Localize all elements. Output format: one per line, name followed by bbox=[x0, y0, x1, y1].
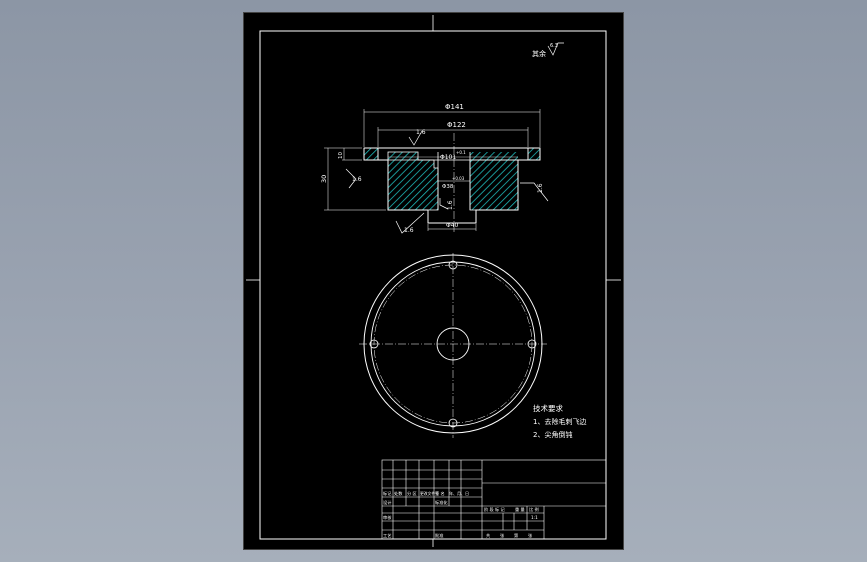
roughness-left: 1.6 bbox=[352, 176, 362, 183]
tb-sheet-no: 第 bbox=[514, 532, 518, 539]
roughness-note: 其余 bbox=[532, 49, 546, 58]
tb-approve: 批准 bbox=[435, 532, 443, 539]
dim-height: 30 bbox=[320, 175, 328, 183]
roughness-symbol-top bbox=[408, 130, 423, 146]
title-block bbox=[381, 459, 607, 540]
cad-drawing: 其余 6.3 Φ141 Φ122 Φ101 +0.1 bbox=[246, 15, 621, 547]
tech-req-item-2: 2、尖角倒钝 bbox=[533, 430, 572, 439]
dim-outer: Φ141 bbox=[445, 103, 464, 111]
roughness-right: 1.6 bbox=[537, 183, 544, 193]
flange-hatch-right bbox=[527, 147, 541, 161]
tb-scale: 比 例 bbox=[529, 506, 539, 513]
title-block-text: 标记 处数 分 区 更改文件号 签 名 年、月、日 设计 标准化 审核 工艺 批… bbox=[383, 490, 539, 539]
roughness-symbol-left bbox=[345, 168, 357, 189]
tb-design: 设计 bbox=[383, 499, 391, 506]
tb-label-count: 处数 bbox=[394, 490, 403, 497]
tb-label-change-doc: 更改文件号 bbox=[420, 491, 439, 496]
flange-hatch-left bbox=[363, 147, 379, 161]
roughness-bottom: 1.6 bbox=[404, 227, 414, 234]
roughness-top: 1.6 bbox=[416, 129, 426, 136]
tb-standardization: 标准化 bbox=[435, 499, 448, 506]
roughness-symbol-general bbox=[547, 42, 564, 56]
dim-hub: Φ101 bbox=[440, 154, 456, 161]
tb-weight: 重 量 bbox=[515, 506, 525, 513]
tb-label-date: 年、月、日 bbox=[449, 490, 469, 496]
dim-small-tol: +0.03 bbox=[452, 176, 465, 181]
roughness-symbol-bottom bbox=[395, 212, 425, 234]
section-hatch-right bbox=[469, 159, 519, 211]
dim-hub-tol: +0.1 bbox=[456, 150, 466, 155]
tb-total: 共 bbox=[486, 532, 490, 539]
tb-sheets-2: 张 bbox=[528, 532, 533, 539]
tb-scale-value: 1:1 bbox=[531, 515, 538, 520]
tech-req-title: 技术要求 bbox=[533, 403, 563, 413]
tb-label-zone: 分 区 bbox=[407, 490, 417, 497]
drawing-sheet: 其余 6.3 Φ141 Φ122 Φ101 +0.1 bbox=[244, 13, 623, 549]
roughness-symbol-right bbox=[520, 182, 549, 202]
tb-sheets-1: 张 bbox=[500, 532, 505, 539]
plan-view bbox=[359, 253, 547, 438]
dim-flange: 10 bbox=[338, 152, 344, 159]
tb-review: 审核 bbox=[383, 514, 392, 521]
dim-small: Φ38 bbox=[442, 184, 454, 190]
roughness-bore: 1.6 bbox=[447, 200, 454, 210]
dim-bottom: Φ40 bbox=[446, 222, 459, 229]
tech-req-item-1: 1、去除毛刺飞边 bbox=[533, 417, 586, 426]
tb-label-mark: 标记 bbox=[383, 490, 392, 497]
tb-process: 工艺 bbox=[383, 533, 391, 538]
roughness-note-value: 6.3 bbox=[550, 43, 558, 49]
inner-border bbox=[259, 30, 607, 540]
roughness-symbol-bore bbox=[439, 198, 449, 210]
tb-label-sign: 签 名 bbox=[435, 490, 445, 497]
tb-stage-mark: 阶 段 标 记 bbox=[484, 506, 506, 513]
section-hatch-right-top bbox=[470, 152, 518, 160]
section-view: Φ141 Φ122 Φ101 +0.1 Φ38 +0.03 Φ40 30 10 … bbox=[320, 103, 549, 234]
section-hatch-left bbox=[387, 151, 439, 211]
dim-mid: Φ122 bbox=[447, 121, 466, 129]
